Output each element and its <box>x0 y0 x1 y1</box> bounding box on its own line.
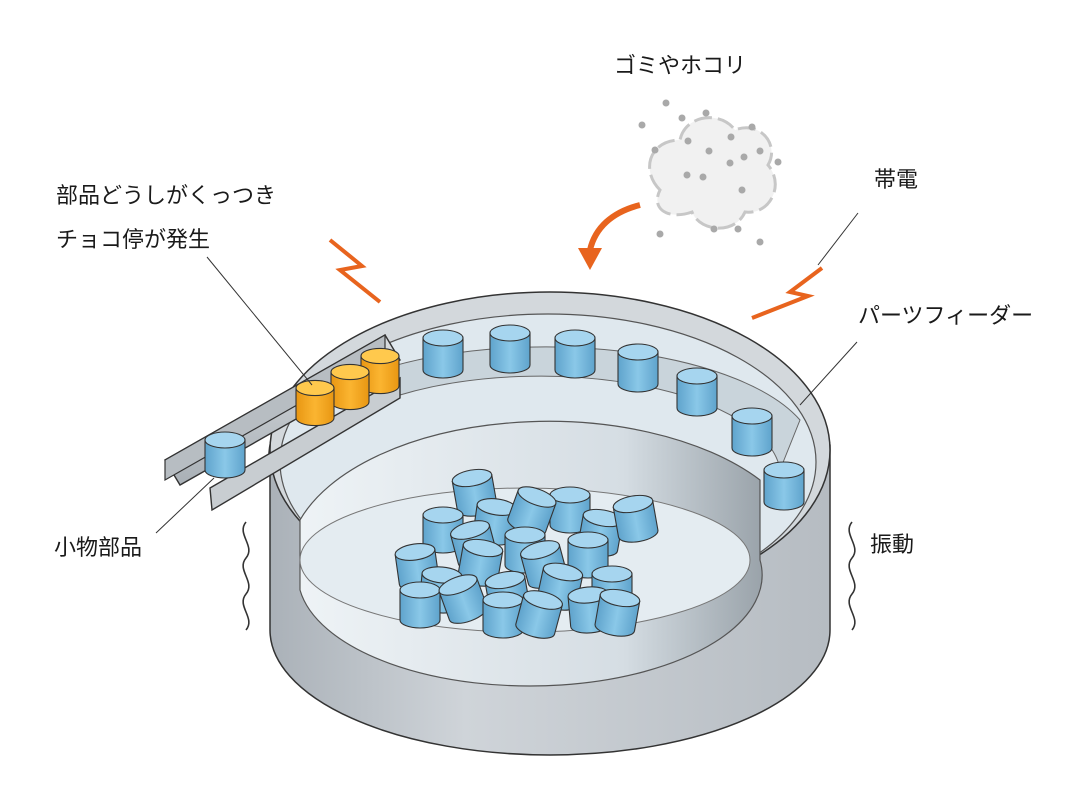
sticking-label-line1: 部品どうしがくっつき <box>56 184 277 209</box>
spark-icon <box>328 238 382 304</box>
small-part <box>399 581 441 629</box>
curved-arrow-icon <box>578 202 641 270</box>
small-part <box>554 329 596 379</box>
stuck-part <box>295 379 335 427</box>
stuck-part <box>360 347 400 395</box>
vibration-label: 振動 <box>870 533 915 558</box>
stuck-part <box>330 363 370 411</box>
small-parts-label: 小物部品 <box>54 536 143 561</box>
parts-feeder-label: パーツフィーダー <box>858 304 1034 329</box>
small-part <box>482 591 524 639</box>
track-parts <box>422 324 805 511</box>
small-part <box>549 486 591 534</box>
wavy-line-icon <box>242 521 250 631</box>
wavy-line-icon <box>848 521 856 631</box>
static-label: 帯電 <box>874 168 919 193</box>
small-part <box>422 329 464 379</box>
small-part <box>489 324 531 374</box>
small-part <box>676 367 718 417</box>
sticking-label-line2: チョコ停が発生 <box>56 228 211 253</box>
small-part <box>617 343 659 393</box>
small-part <box>594 588 641 637</box>
chute-parts <box>204 347 400 479</box>
spark-icon <box>751 266 824 320</box>
dust-cloud-icon <box>638 99 782 246</box>
part-heap <box>394 468 659 639</box>
small-part <box>438 574 488 624</box>
small-part <box>515 590 563 639</box>
small-part <box>612 494 659 543</box>
small-part <box>763 461 805 511</box>
leader-lines <box>155 212 859 534</box>
small-part <box>731 407 773 457</box>
chute-front-wall <box>209 376 401 512</box>
dust-label: ゴミやホコリ <box>614 54 747 79</box>
small-part <box>204 431 246 479</box>
